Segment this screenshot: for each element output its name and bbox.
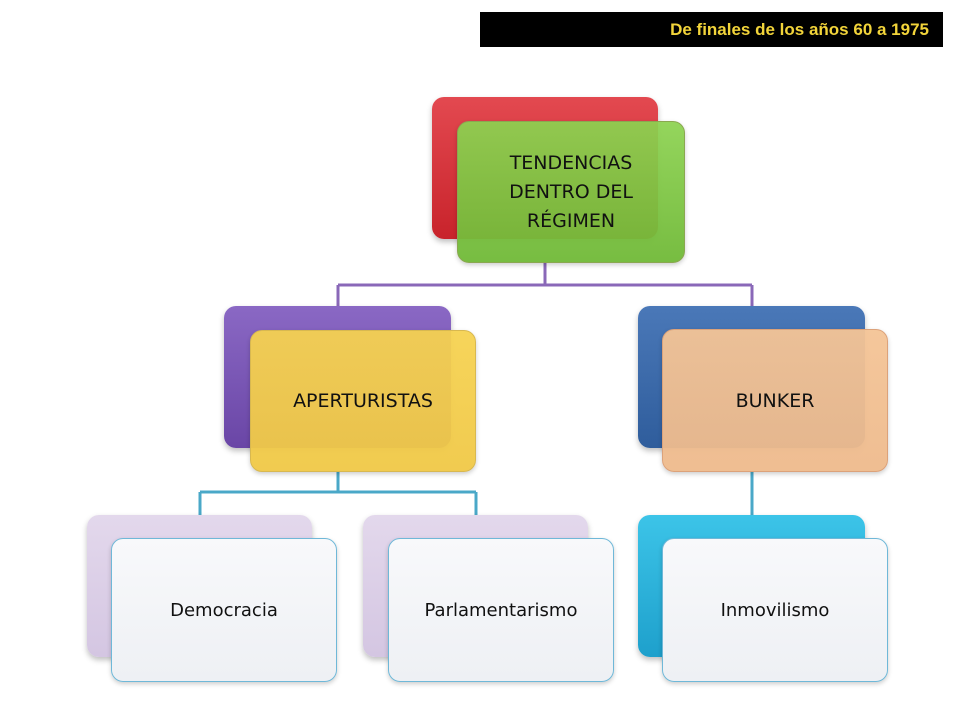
democracia-label: Democracia	[170, 599, 278, 621]
parlamentarismo-label: Parlamentarismo	[424, 599, 578, 621]
connector-root-branches	[336, 263, 754, 306]
parlamentarismo-node: Parlamentarismo	[388, 538, 614, 682]
democracia-node: Democracia	[111, 538, 337, 682]
inmovilismo-label: Inmovilismo	[720, 599, 830, 621]
title-banner: De finales de los años 60 a 1975	[480, 12, 943, 47]
inmovilismo-node: Inmovilismo	[662, 538, 888, 682]
banner-text: De finales de los años 60 a 1975	[670, 20, 929, 39]
aperturistas-label: APERTURISTAS	[293, 390, 433, 412]
aperturistas-node: APERTURISTAS	[250, 330, 476, 472]
connector-aperturistas-leaves	[198, 472, 478, 515]
bunker-label: BUNKER	[735, 389, 815, 412]
bunker-node: BUNKER	[662, 329, 888, 472]
root-node: TENDENCIAS DENTRO DEL RÉGIMEN	[457, 121, 685, 263]
root-node-label: TENDENCIAS DENTRO DEL RÉGIMEN	[509, 151, 633, 232]
